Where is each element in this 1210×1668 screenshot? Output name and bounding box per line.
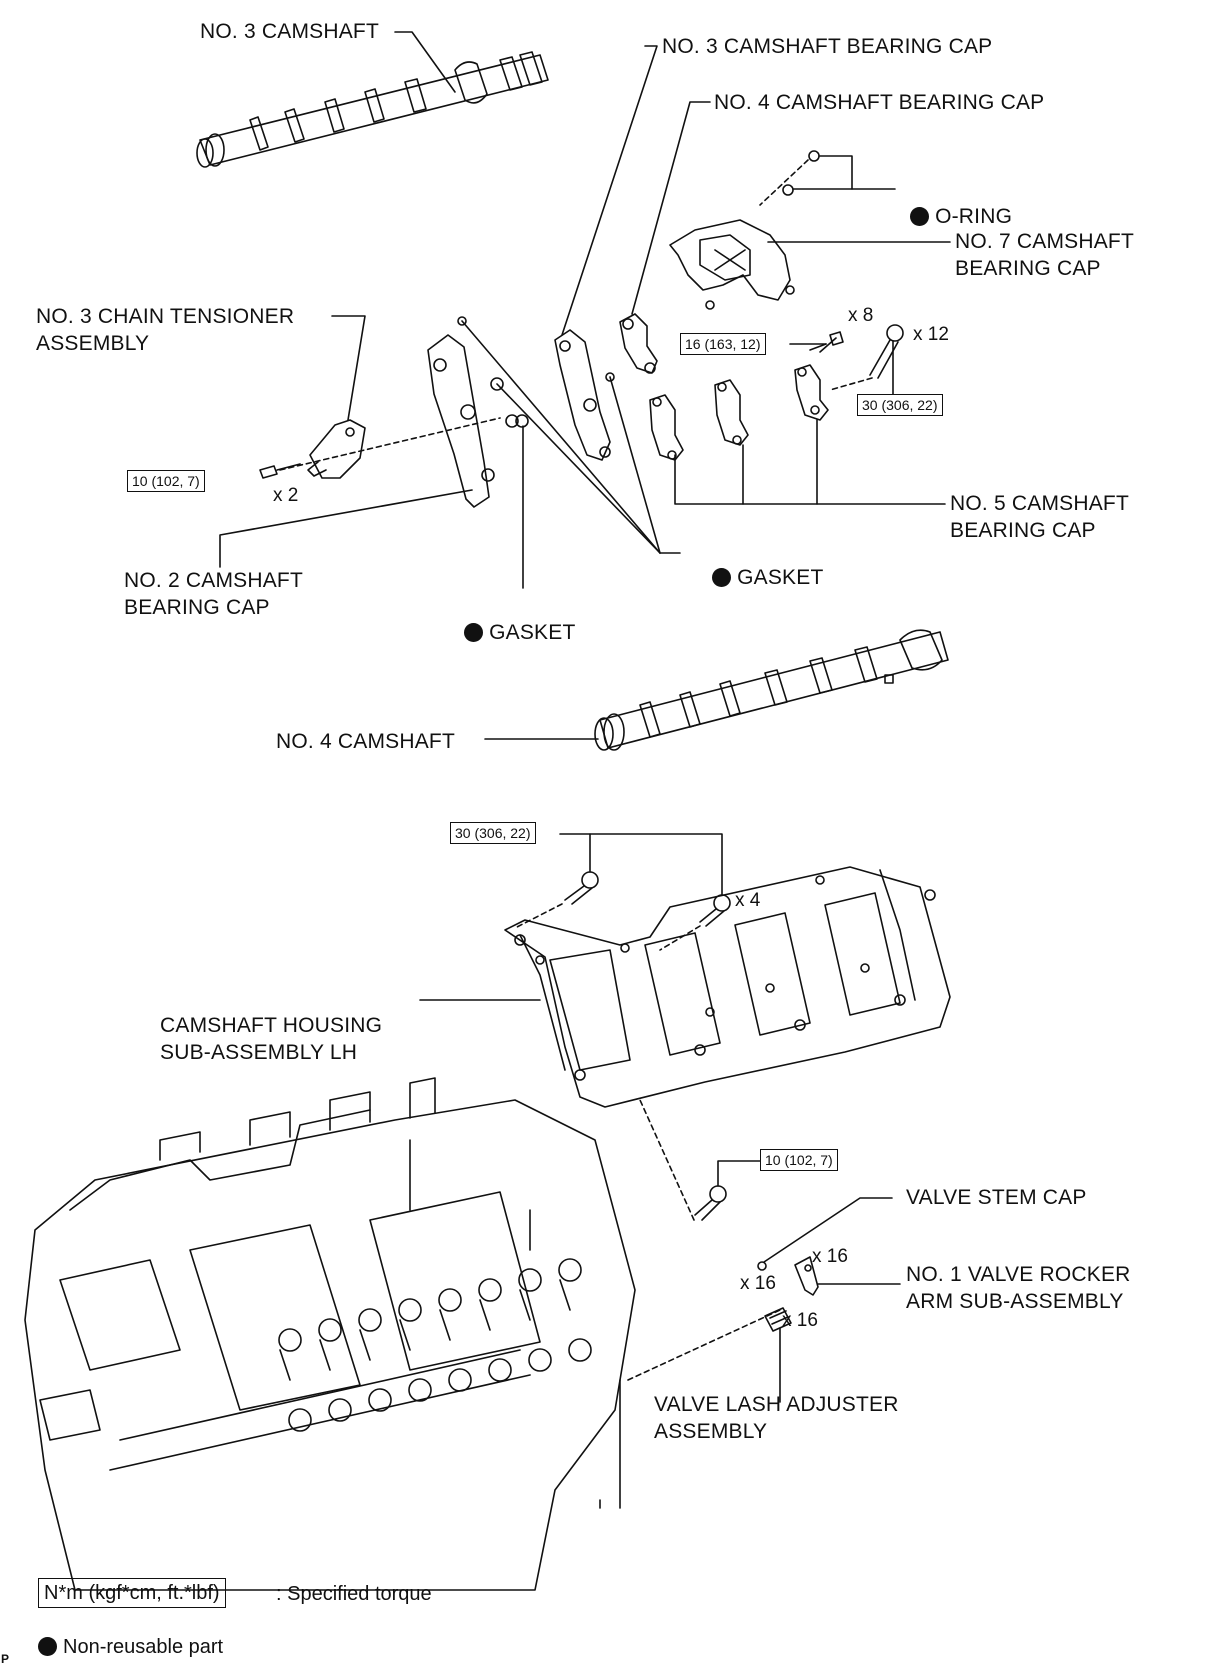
nonreusable-dot-icon xyxy=(464,623,484,642)
qty-x12: x 12 xyxy=(913,324,949,345)
label-no4-camshaft: NO. 4 CAMSHAFT xyxy=(276,730,455,753)
label-lash-adjuster: VALVE LASH ADJUSTER ASSEMBLY xyxy=(654,1393,899,1443)
qty-x16-left: x 16 xyxy=(740,1273,776,1294)
bolt-16 xyxy=(809,331,844,353)
qty-x16-top: x 16 xyxy=(812,1246,848,1267)
torque-box-cap30: 30 (306, 22) xyxy=(857,394,943,416)
leader-no4-cap xyxy=(631,101,711,315)
qty-x8: x 8 xyxy=(848,305,874,326)
qty-x16-bottom: x 16 xyxy=(782,1310,818,1331)
qty-x2: x 2 xyxy=(273,485,299,506)
no5-bearing-caps-drawing xyxy=(649,364,829,461)
no4-camshaft-drawing xyxy=(594,629,949,751)
rocker-arm-drawing xyxy=(794,1256,819,1296)
bolt-30 xyxy=(869,324,904,379)
engine-block-drawing xyxy=(24,1077,636,1591)
leader-no3-cap xyxy=(561,45,658,336)
corner-mark: P xyxy=(1,1652,10,1666)
no2-bearing-cap-drawing xyxy=(427,334,495,508)
leader-no5-caps xyxy=(674,419,818,505)
label-chain-tensioner: NO. 3 CHAIN TENSIONER ASSEMBLY xyxy=(36,305,295,355)
camshaft-housing-drawing xyxy=(504,866,951,1108)
o-ring-text: O-RING xyxy=(935,205,1013,228)
label-no5-bearing-cap: NO. 5 CAMSHAFT BEARING CAP xyxy=(950,492,1129,542)
label-rocker-arm: NO. 1 VALVE ROCKER ARM SUB-ASSEMBLY xyxy=(906,1263,1131,1313)
nonreusable-dot-icon xyxy=(38,1637,57,1656)
label-no4-bearing-cap: NO. 4 CAMSHAFT BEARING CAP xyxy=(714,91,1045,114)
no3-camshaft-drawing xyxy=(196,51,549,168)
legend-nonreusable-text: Non-reusable part xyxy=(63,1636,224,1658)
label-o-ring: O-RING xyxy=(898,176,1012,230)
legend-torque-text: : Specified torque xyxy=(276,1583,432,1605)
label-no7-bearing-cap: NO. 7 CAMSHAFT BEARING CAP xyxy=(955,230,1134,280)
no3-bearing-cap-drawing xyxy=(554,329,611,461)
chain-tensioner-drawing xyxy=(259,419,366,479)
torque-box-housing30: 30 (306, 22) xyxy=(450,822,536,844)
label-camshaft-housing: CAMSHAFT HOUSING SUB-ASSEMBLY LH xyxy=(160,1014,383,1064)
nonreusable-dot-icon xyxy=(712,568,732,587)
leader-tensioner xyxy=(331,315,366,421)
torque-box-housing10: 10 (102, 7) xyxy=(760,1149,838,1171)
torque-box-cap16: 16 (163, 12) xyxy=(680,333,766,355)
legend-nonreusable: Non-reusable part xyxy=(38,1634,223,1660)
gasket-right-text: GASKET xyxy=(737,566,824,589)
housing-bolt-bottom xyxy=(694,1185,727,1221)
qty-x4: x 4 xyxy=(735,890,761,911)
legend-torque-box: N*m (kgf*cm, ft.*lbf) xyxy=(38,1578,226,1608)
leader-o-ring xyxy=(819,155,896,190)
label-no3-bearing-cap: NO. 3 CAMSHAFT BEARING CAP xyxy=(662,35,993,58)
label-gasket-left: GASKET xyxy=(452,592,575,646)
leader-no3-camshaft xyxy=(394,31,456,93)
label-no2-bearing-cap: NO. 2 CAMSHAFT BEARING CAP xyxy=(124,569,303,619)
no4-bearing-cap-drawing xyxy=(619,313,658,374)
lash-adjuster-drawing xyxy=(764,1307,792,1332)
label-valve-stem-cap: VALVE STEM CAP xyxy=(906,1186,1087,1209)
leader-valve-stem-cap xyxy=(763,1197,893,1263)
label-no3-camshaft: NO. 3 CAMSHAFT xyxy=(200,20,379,43)
nonreusable-dot-icon xyxy=(910,207,930,226)
label-gasket-right: GASKET xyxy=(700,537,823,591)
torque-box-tensioner10: 10 (102, 7) xyxy=(127,470,205,492)
gasket-left-text: GASKET xyxy=(489,621,576,644)
valve-springs-drawing xyxy=(278,1258,592,1432)
no7-bearing-cap-drawing xyxy=(669,219,795,310)
housing-bolt-left xyxy=(564,871,599,905)
leader-no2-cap xyxy=(219,489,473,568)
valve-stem-cap-drawing xyxy=(757,1261,767,1271)
